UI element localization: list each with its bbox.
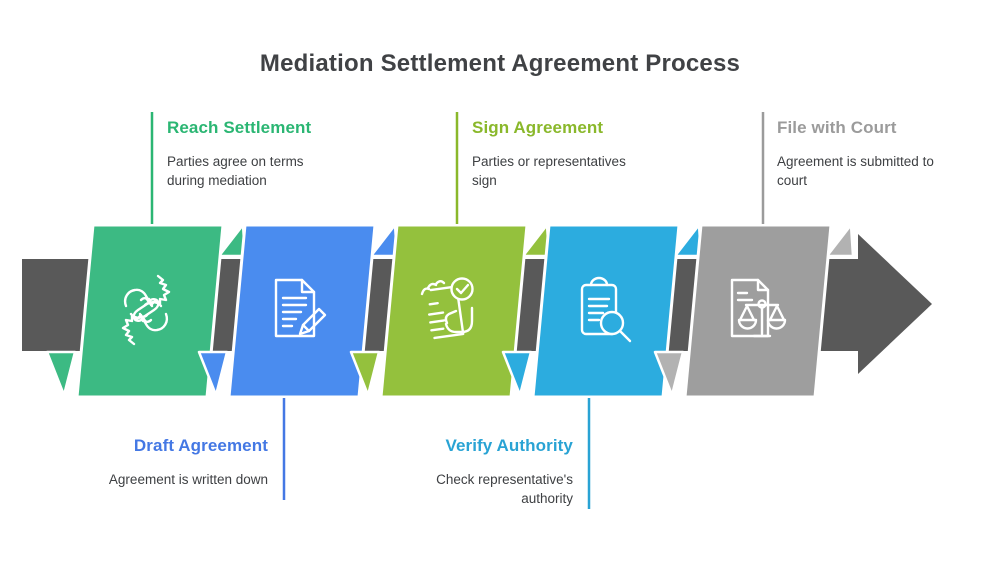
clipboard-magnifier-icon (580, 276, 632, 343)
step-description: Agreement is written down (108, 472, 268, 487)
step-card-draft-agreement (197, 223, 399, 399)
handshake-icon (121, 274, 171, 346)
card-body (531, 223, 681, 399)
step-card-verify-authority (501, 223, 703, 399)
card-bottom-fold (653, 350, 685, 397)
step-card-file-with-court (653, 223, 855, 399)
card-bottom-fold (197, 350, 229, 397)
step-description: Parties agree on terms during mediation (167, 154, 304, 188)
card-bottom-fold (501, 350, 533, 397)
step-description: Agreement is submitted to court (777, 154, 934, 188)
step-description: Check representative's authority (436, 472, 573, 506)
step-label-draft-agreement: Draft Agreement Agreement is written dow… (38, 436, 268, 490)
step-description: Parties or representatives sign (472, 154, 626, 188)
step-label-verify-authority: Verify Authority Check representative's … (413, 436, 573, 508)
document-scales-icon (730, 278, 787, 338)
step-label-file-with-court: File with Court Agreement is submitted t… (777, 118, 957, 190)
arrow-head-icon (858, 234, 932, 374)
step-title: File with Court (777, 118, 897, 137)
page-title: Mediation Settlement Agreement Process (259, 50, 741, 77)
step-card-reach-settlement (45, 223, 247, 399)
card-body (227, 223, 377, 399)
card-body (683, 223, 833, 399)
step-label-sign-agreement: Sign Agreement Parties or representative… (472, 118, 654, 190)
step-card-sign-agreement (349, 223, 551, 399)
signed-document-icon (420, 277, 474, 340)
card-bottom-fold (349, 350, 381, 397)
card-body (75, 223, 225, 399)
step-label-reach-settlement: Reach Settlement Parties agree on terms … (167, 118, 335, 190)
step-title: Reach Settlement (167, 118, 312, 137)
card-bottom-fold (45, 350, 77, 397)
document-pencil-icon (274, 278, 327, 338)
card-top-fold (825, 223, 855, 258)
step-title: Verify Authority (445, 436, 573, 455)
step-title: Sign Agreement (472, 118, 604, 137)
step-title: Draft Agreement (133, 436, 268, 455)
